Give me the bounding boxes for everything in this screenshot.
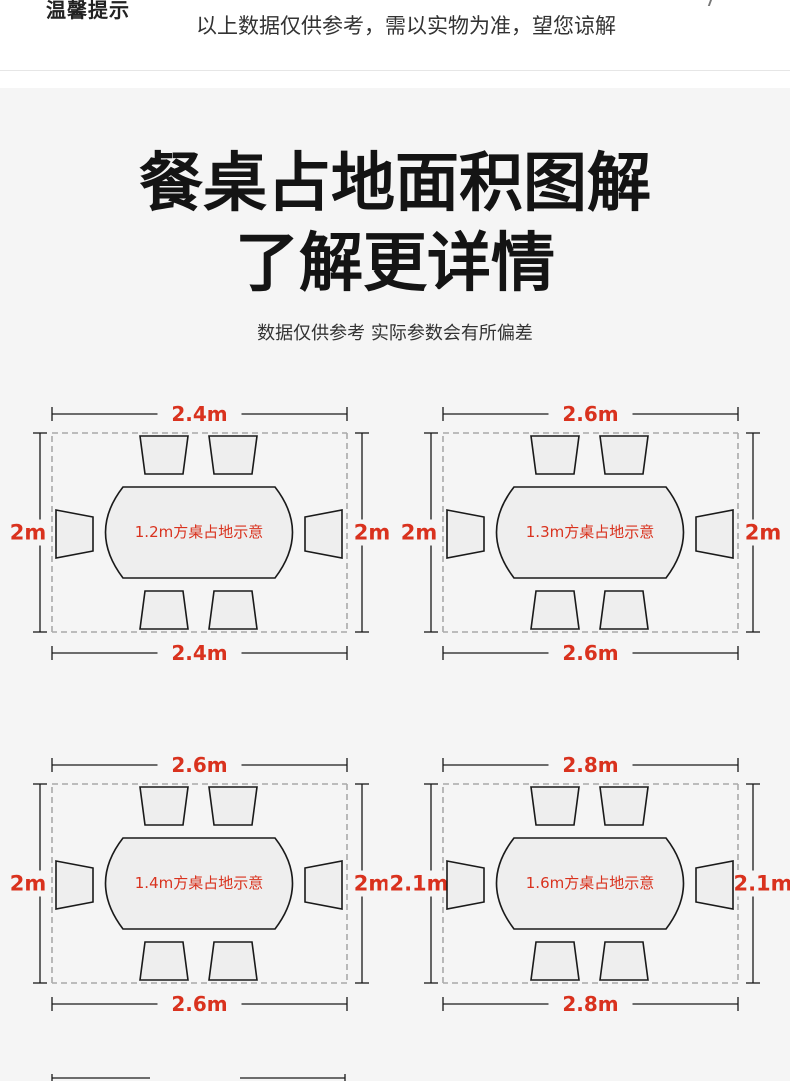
chair-bottom-right: [599, 941, 649, 981]
dim-left-label: 2.1m: [389, 872, 448, 896]
table-label: 1.6m方桌占地示意: [526, 874, 654, 892]
chair-left: [446, 860, 485, 910]
diagram-3: 2.6m 2.6m 2m 2m 1.4m方桌占地示意: [7, 753, 393, 1016]
chair-top-left: [139, 786, 189, 826]
chair-right: [695, 509, 734, 559]
notice-label: 温馨提示: [46, 0, 130, 22]
chair-bottom-left: [530, 590, 580, 630]
page-title-secondary: 了解更详情: [235, 227, 555, 301]
chair-right: [304, 860, 343, 910]
page-subtitle: 数据仅供参考 实际参数会有所偏差: [257, 323, 533, 344]
chair-top-left: [139, 435, 189, 475]
chair-top-right: [599, 435, 649, 475]
chair-top-left: [530, 786, 580, 826]
notice-text: 以上数据仅供参考，需以实物为准，望您谅解: [196, 14, 616, 38]
dim-top-label: 2.6m: [562, 402, 618, 426]
chair-right: [304, 509, 343, 559]
dim-right-label-bg: [742, 519, 784, 546]
dim-bottom-label: 2.6m: [171, 992, 227, 1016]
chair-left: [55, 860, 94, 910]
dining-table: [104, 837, 294, 930]
section-divider: [0, 71, 790, 88]
dim-top-label: 2.6m: [171, 753, 227, 777]
dim-right-label: 2m: [354, 872, 391, 896]
dining-table: [495, 486, 685, 579]
dim-left-label-bg: [398, 519, 440, 546]
dining-table: [495, 837, 685, 930]
diagram-1: 2.4m 2.4m 2m 2m 1.2m方桌占地示意: [7, 402, 393, 665]
dim-right-label-bg: [351, 870, 393, 897]
diagram-5-partial: [51, 1074, 346, 1081]
dim-bottom-label: 2.6m: [562, 641, 618, 665]
chair-left: [55, 509, 94, 559]
chair-top-right: [208, 435, 258, 475]
chair-bottom-left: [139, 941, 189, 981]
dim-left-label-bg: [7, 519, 49, 546]
dim-left-label: 2m: [10, 872, 47, 896]
dim-top-label: 2.8m: [562, 753, 618, 777]
chair-bottom-right: [599, 590, 649, 630]
dim-right-label: 2.1m: [733, 872, 790, 896]
dim-left-label-bg: [387, 870, 451, 897]
page-title: 餐桌占地面积图解: [139, 147, 651, 221]
table-label: 1.4m方桌占地示意: [135, 874, 263, 892]
dim-bottom-label: 2.4m: [171, 641, 227, 665]
table-label: 1.2m方桌占地示意: [135, 523, 263, 541]
chair-left: [446, 509, 485, 559]
dim-left-label: 2m: [10, 521, 47, 545]
dim-right-label-bg: [351, 519, 393, 546]
diagram-4: 2.8m 2.8m 2.1m 2.1m 1.6m方桌占地示意: [387, 753, 790, 1016]
dim-bottom-label: 2.8m: [562, 992, 618, 1016]
chair-bottom-right: [208, 941, 258, 981]
dining-table: [104, 486, 294, 579]
table-label: 1.3m方桌占地示意: [526, 523, 654, 541]
diagram-2: 2.6m 2.6m 2m 2m 1.3m方桌占地示意: [398, 402, 784, 665]
dim-right-label: 2m: [745, 521, 782, 545]
dim-top-label: 2.4m: [171, 402, 227, 426]
dim-right-label: 2m: [354, 521, 391, 545]
chair-bottom-right: [208, 590, 258, 630]
dim-left-label: 2m: [401, 521, 438, 545]
dim-left-label-bg: [7, 870, 49, 897]
chair-top-right: [599, 786, 649, 826]
notice-bar: 温馨提示 以上数据仅供参考，需以实物为准，望您谅解: [0, 0, 790, 71]
chair-top-right: [208, 786, 258, 826]
chair-bottom-left: [530, 941, 580, 981]
chair-bottom-left: [139, 590, 189, 630]
chair-top-left: [530, 435, 580, 475]
dim-right-label-bg: [731, 870, 790, 897]
chair-right: [695, 860, 734, 910]
